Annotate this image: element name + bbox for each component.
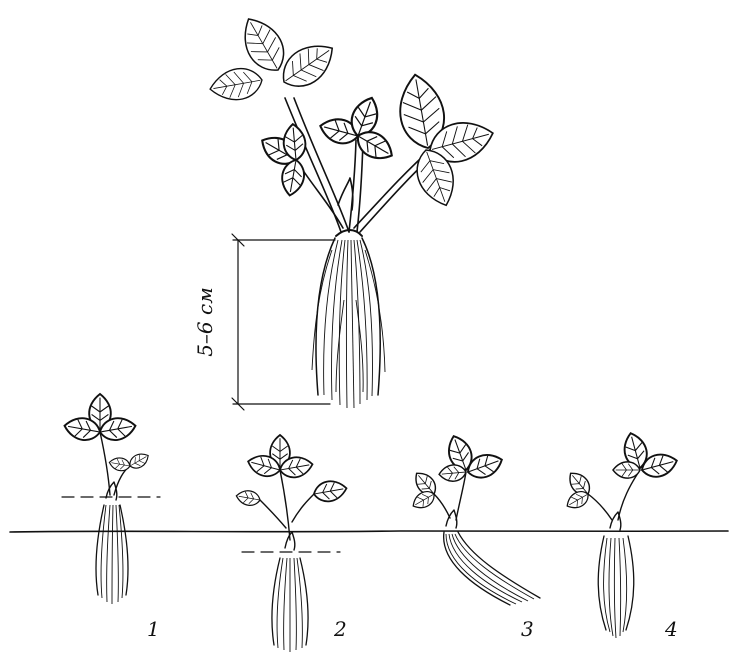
variant-number-1: 1 — [147, 617, 160, 641]
seedling-variant-1: 1 — [62, 394, 160, 641]
large-seedling: 5–6 см — [193, 10, 498, 410]
seedling-1-shoot — [63, 394, 152, 500]
height-measure-bracket — [232, 234, 335, 410]
seedling-variant-2: 2 — [235, 435, 348, 652]
large-seedling-leaves-top — [207, 10, 342, 104]
seedling-3-roots — [444, 532, 540, 605]
seedling-2-shoot — [235, 435, 348, 550]
variant-number-3: 3 — [521, 617, 534, 641]
seedling-4-roots — [598, 536, 634, 638]
large-seedling-leaves-middle — [256, 94, 397, 198]
soil-surface-line — [10, 531, 728, 532]
large-seedling-leaves-right — [394, 71, 498, 211]
variant-number-4: 4 — [664, 617, 678, 641]
large-seedling-roots — [312, 230, 385, 408]
seedling-4-shoot — [564, 430, 680, 530]
seedling-1-roots — [96, 505, 128, 604]
seedling-variant-4: 4 — [564, 430, 680, 641]
measure-label: 5–6 см — [193, 287, 217, 357]
seedling-variant-3: 3 — [410, 432, 540, 641]
seedling-3-shoot — [410, 432, 506, 528]
variant-number-2: 2 — [333, 617, 347, 641]
seedling-2-roots — [272, 558, 308, 652]
